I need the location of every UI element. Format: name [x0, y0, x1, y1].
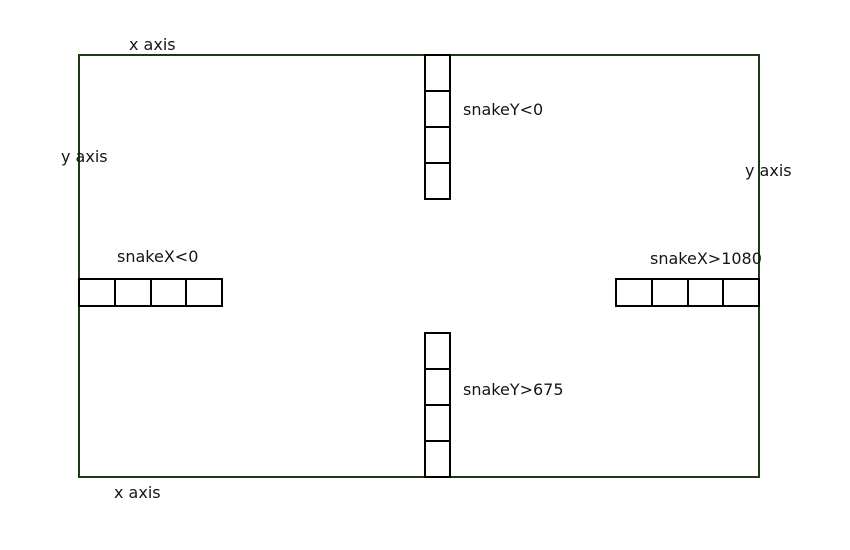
- snake-segment: [185, 278, 223, 307]
- snake-segment: [424, 332, 451, 370]
- snake-segment: [424, 126, 451, 164]
- snake-left-condition-label: snakeX<0: [117, 247, 199, 266]
- snake-segment: [722, 278, 760, 307]
- snake-segment: [424, 162, 451, 200]
- snake-segment: [149, 278, 188, 307]
- snake-segment: [424, 368, 451, 406]
- snake-segment: [686, 278, 725, 307]
- snake-segment: [424, 404, 451, 442]
- snake-bottom: [424, 332, 451, 478]
- snake-segment: [650, 278, 689, 307]
- snake-bottom-condition-label: snakeY>675: [463, 380, 564, 399]
- snake-top: [424, 54, 451, 200]
- snake-segment: [424, 90, 451, 128]
- snake-segment: [424, 440, 451, 478]
- snake-top-condition-label: snakeY<0: [463, 100, 544, 119]
- snake-left: [78, 278, 223, 307]
- axis-label-x-bottom: x axis: [114, 483, 161, 502]
- axis-label-y-right: y axis: [745, 161, 792, 180]
- snake-segment: [424, 54, 451, 92]
- snake-right-condition-label: snakeX>1080: [650, 249, 762, 268]
- axis-label-y-left: y axis: [61, 147, 108, 166]
- snake-segment: [615, 278, 653, 307]
- game-area-border: [78, 54, 760, 478]
- axis-label-x-top: x axis: [129, 35, 176, 54]
- snake-segment: [113, 278, 152, 307]
- snake-right: [615, 278, 760, 307]
- snake-segment: [78, 278, 116, 307]
